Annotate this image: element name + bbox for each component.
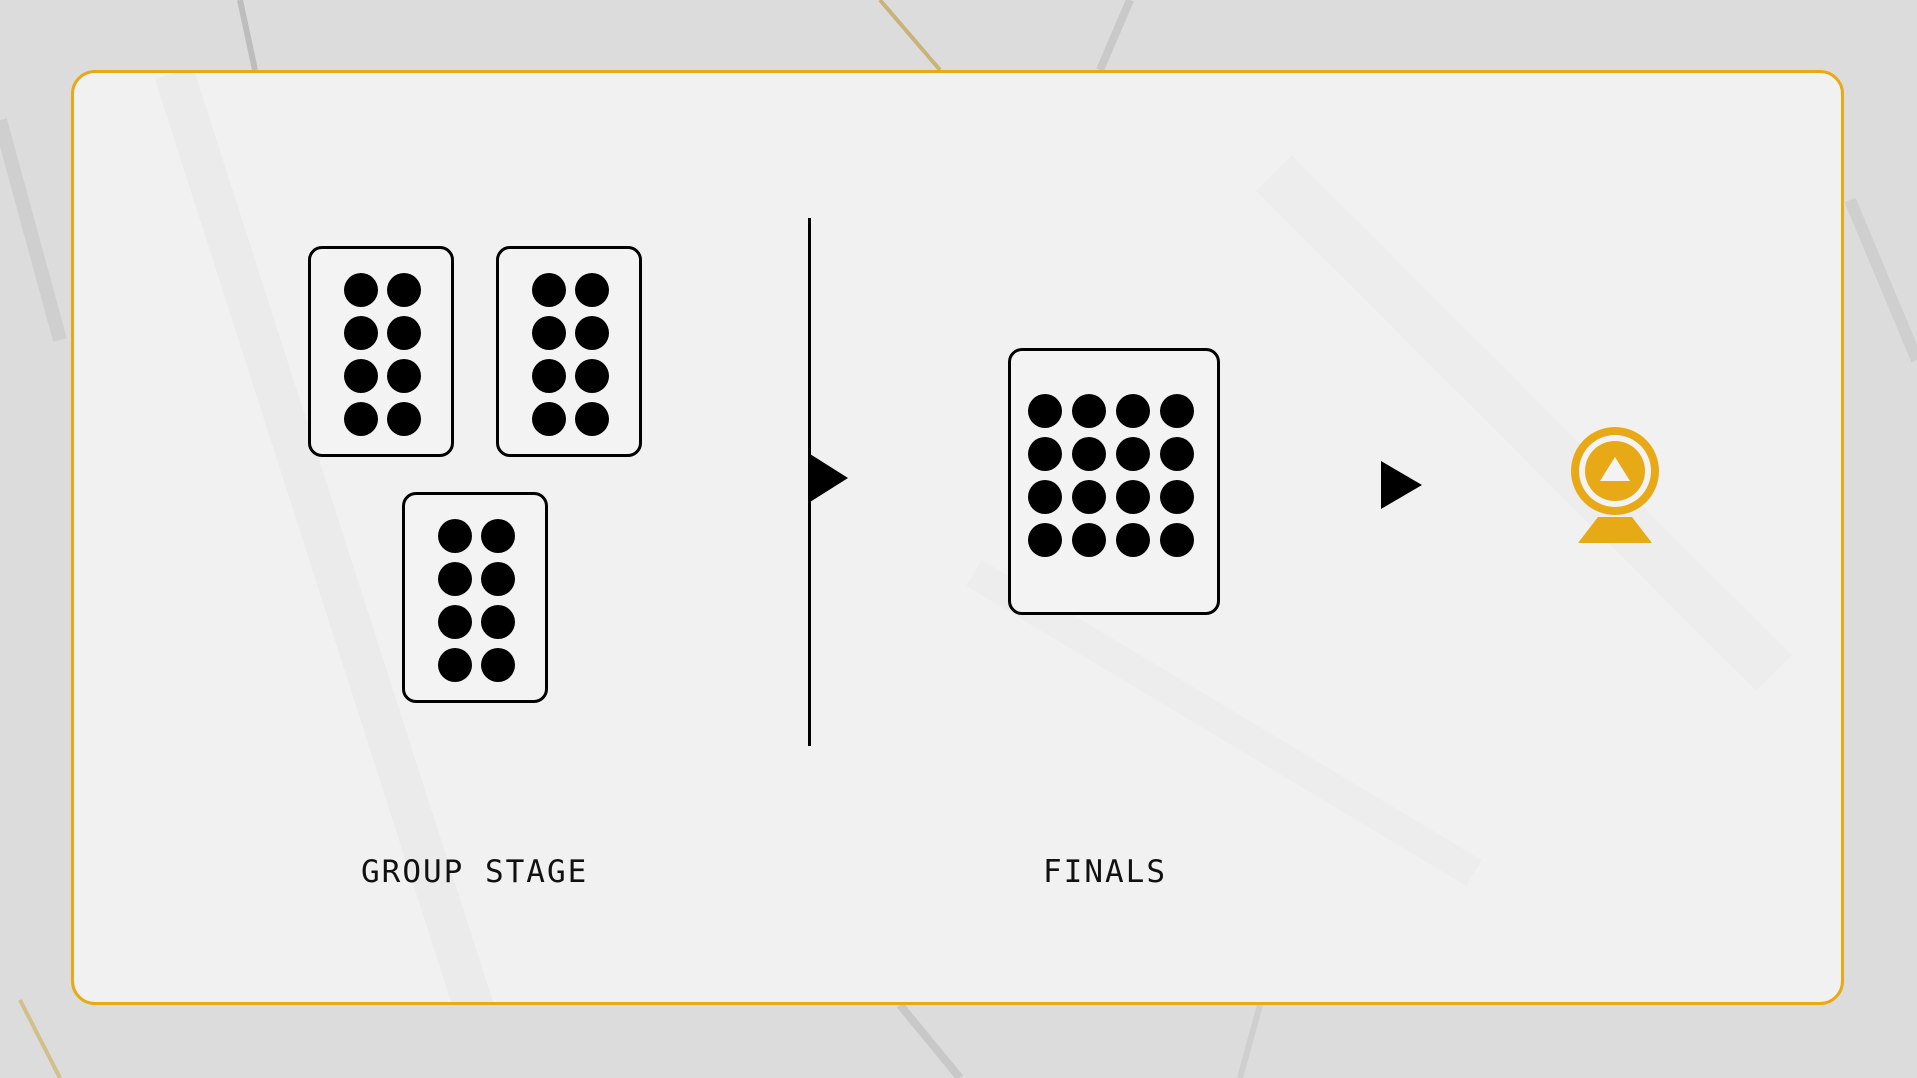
team-dot <box>532 359 566 393</box>
team-dot <box>438 519 472 553</box>
team-dot <box>344 359 378 393</box>
team-dot <box>1160 480 1194 514</box>
finals-label: FINALS <box>1043 854 1167 890</box>
team-dot <box>344 316 378 350</box>
team-dot <box>438 562 472 596</box>
team-dot <box>1028 437 1062 471</box>
team-dot <box>481 605 515 639</box>
team-dot <box>1072 394 1106 428</box>
team-dot <box>1072 480 1106 514</box>
group-stage-label: GROUP STAGE <box>361 854 589 890</box>
team-dot <box>532 273 566 307</box>
group-stage-group-3 <box>402 492 548 703</box>
team-dot <box>1160 394 1194 428</box>
team-dot <box>387 402 421 436</box>
team-dot <box>1116 394 1150 428</box>
divider-arrow-icon <box>810 454 848 502</box>
team-dot <box>481 562 515 596</box>
team-dot <box>575 273 609 307</box>
team-dot <box>1116 523 1150 557</box>
team-dot <box>481 519 515 553</box>
team-dot <box>344 402 378 436</box>
finals-arrow-icon <box>1381 461 1422 509</box>
team-dot <box>1028 523 1062 557</box>
team-dot <box>575 316 609 350</box>
team-dot <box>387 359 421 393</box>
team-dot <box>1028 394 1062 428</box>
team-dot <box>481 648 515 682</box>
finals-group <box>1008 348 1220 615</box>
team-dot <box>387 316 421 350</box>
team-dot <box>1160 523 1194 557</box>
team-dot <box>1072 523 1106 557</box>
team-dot <box>387 273 421 307</box>
stage-divider-line <box>808 218 811 746</box>
team-dot <box>575 402 609 436</box>
team-dot <box>1072 437 1106 471</box>
group-stage-group-2 <box>496 246 642 457</box>
tournament-format-panel: GROUP STAGE FINALS <box>71 70 1844 1005</box>
team-dot <box>532 402 566 436</box>
team-dot <box>438 648 472 682</box>
group-stage-group-1 <box>308 246 454 457</box>
team-dot <box>1028 480 1062 514</box>
team-dot <box>1116 480 1150 514</box>
team-dot <box>1116 437 1150 471</box>
team-dot <box>532 316 566 350</box>
medal-trophy-icon <box>1571 427 1659 543</box>
team-dot <box>438 605 472 639</box>
team-dot <box>575 359 609 393</box>
team-dot <box>344 273 378 307</box>
team-dot <box>1160 437 1194 471</box>
